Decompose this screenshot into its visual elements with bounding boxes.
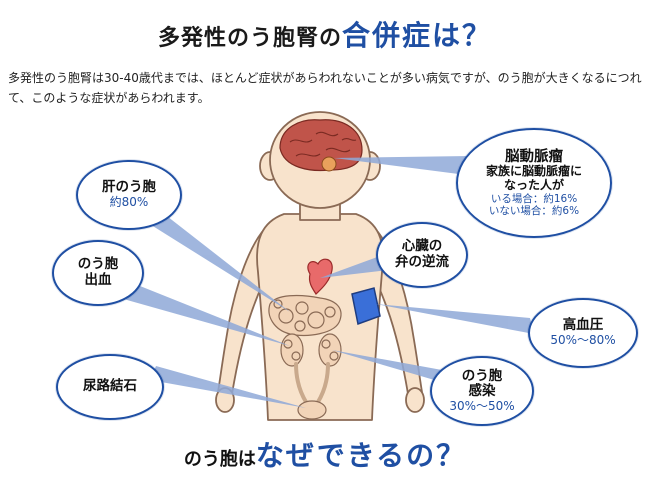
connector-aneurysm <box>334 156 474 176</box>
bubble-liver: 肝のう胞 約80% <box>76 160 182 230</box>
intro-text: 多発性のう胞腎は30-40歳代までは、ほとんど症状があらわれないことが多い病気で… <box>8 71 642 105</box>
page-title: 多発性のう胞腎の合併症は？ <box>0 14 650 54</box>
connector-hypertension <box>376 304 534 334</box>
title-prefix: 多発性のう胞腎の <box>157 26 342 51</box>
title-highlight: 合併症は？ <box>342 19 493 52</box>
bladder <box>297 400 327 420</box>
hypertension-stat: 50%～80% <box>550 332 616 347</box>
bubble-hypertension: 高血圧 50%～80% <box>528 298 638 368</box>
bubble-infection: のう胞 感染 30%～50% <box>430 356 534 426</box>
infection-line-2: 感染 <box>468 383 496 400</box>
hypertension-title: 高血圧 <box>562 317 604 334</box>
aneurysm-title: 脳動脈瘤 <box>505 148 563 165</box>
bleeding-line-1: のう胞 <box>77 256 119 273</box>
liver-stat: 約80% <box>109 194 149 209</box>
aneurysm-stat-1: いる場合：約16% <box>490 193 578 206</box>
connector-infection <box>332 350 448 384</box>
connector-bleeding <box>120 282 290 346</box>
footer-question: のう胞はなぜできるの？ <box>0 434 650 474</box>
connector-stones <box>150 366 306 408</box>
liver-cysts <box>268 294 342 337</box>
heart-line-2: 弁の逆流 <box>395 254 449 270</box>
infection-line-1: のう胞 <box>461 367 503 384</box>
bubble-aneurysm: 脳動脈瘤 家族に脳動脈瘤に なった人が いる場合：約16% いない場合：約6% <box>456 128 612 238</box>
urinary-tract <box>294 362 330 404</box>
connector-heart <box>320 256 388 278</box>
bp-cuff <box>351 287 381 326</box>
liver-title: 肝のう胞 <box>102 179 156 196</box>
connector-lines <box>120 156 534 408</box>
heart-line-1: 心臓の <box>401 238 443 255</box>
bubble-bleeding: のう胞 出血 <box>52 240 144 306</box>
infection-stat: 30%～50% <box>449 398 515 413</box>
aneurysm-desc-1: 家族に脳動脈瘤に <box>485 164 582 179</box>
aneurysm-stat-2: いない場合：約6% <box>488 205 580 218</box>
connector-liver <box>140 206 290 312</box>
footer-prefix: のう胞は <box>183 449 256 470</box>
footer-highlight: なぜできるの？ <box>255 439 467 472</box>
stones-title: 尿路結石 <box>83 378 137 395</box>
kidneys <box>280 333 342 367</box>
heart <box>307 258 333 295</box>
bleeding-line-2: 出血 <box>84 272 112 288</box>
aneurysm-desc-2: なった人が <box>503 178 564 193</box>
brain <box>279 119 363 172</box>
bubble-heart: 心臓の 弁の逆流 <box>376 222 468 288</box>
bubble-stones: 尿路結石 <box>56 354 164 420</box>
